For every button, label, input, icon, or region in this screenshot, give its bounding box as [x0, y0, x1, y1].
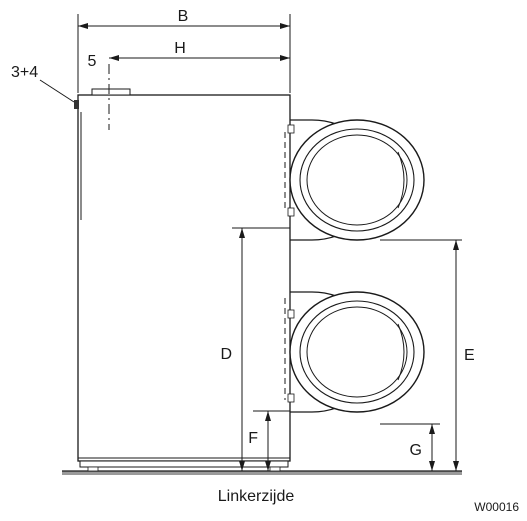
upper-door-handle: [397, 151, 405, 209]
dim-e-label: E: [464, 347, 475, 364]
drawing-code: W00016: [474, 500, 519, 514]
dim-e-arrow-bottom: [453, 461, 459, 471]
dim-g-arrow-bottom: [429, 461, 435, 471]
machine-body: [74, 88, 291, 472]
part-3-4-leader: [39, 79, 75, 103]
lower-door-outer-ring: [289, 291, 425, 413]
view-caption: Linkerzijde: [218, 488, 295, 505]
machine-side-panel: [77, 94, 291, 462]
upper-hinge-bottom: [287, 207, 295, 217]
dimension-b: B: [77, 8, 291, 93]
dim-f-label: F: [248, 430, 258, 447]
connector-3-4: [74, 100, 79, 109]
dim-d-arrow-bottom: [239, 461, 245, 471]
lower-door-middle-ring: [299, 300, 415, 404]
top-fitting-5: [91, 88, 131, 96]
foot-right: [269, 466, 281, 472]
dimension-g: G: [380, 423, 440, 471]
lower-door: [284, 291, 425, 413]
dimension-h: H: [108, 40, 290, 130]
dim-b-label: B: [178, 8, 189, 25]
dim-h-arrow-left: [109, 55, 119, 61]
lower-hinge-bottom: [287, 393, 295, 403]
dim-b-arrow-left: [78, 23, 88, 29]
dim-g-arrow-top: [429, 424, 435, 434]
upper-door-middle-ring: [299, 128, 415, 232]
part-5-label: 5: [88, 53, 97, 70]
upper-door: [284, 119, 425, 241]
floor: [62, 470, 462, 475]
floor-hatch: [62, 471, 462, 475]
dim-f-arrow-bottom: [265, 461, 271, 471]
dim-h-label: H: [174, 40, 186, 57]
plinth: [79, 460, 289, 468]
upper-door-glass: [306, 134, 408, 226]
lower-door-glass: [306, 306, 408, 398]
part-3-4-label: 3+4: [11, 64, 38, 81]
dimension-d: D: [220, 227, 290, 471]
dimension-e: E: [380, 239, 475, 471]
dimension-f: F: [248, 410, 290, 471]
dim-d-label: D: [220, 346, 232, 363]
dim-d-arrow-top: [239, 228, 245, 238]
dim-f-arrow-top: [265, 411, 271, 421]
lower-hinge-top: [287, 309, 295, 319]
dim-b-arrow-right: [280, 23, 290, 29]
dim-h-arrow-right: [280, 55, 290, 61]
upper-door-outer-ring: [289, 119, 425, 241]
foot-left: [87, 466, 99, 472]
dim-e-arrow-top: [453, 240, 459, 250]
dim-g-label: G: [410, 442, 422, 459]
upper-hinge-top: [287, 124, 295, 134]
lower-door-handle: [397, 323, 405, 381]
